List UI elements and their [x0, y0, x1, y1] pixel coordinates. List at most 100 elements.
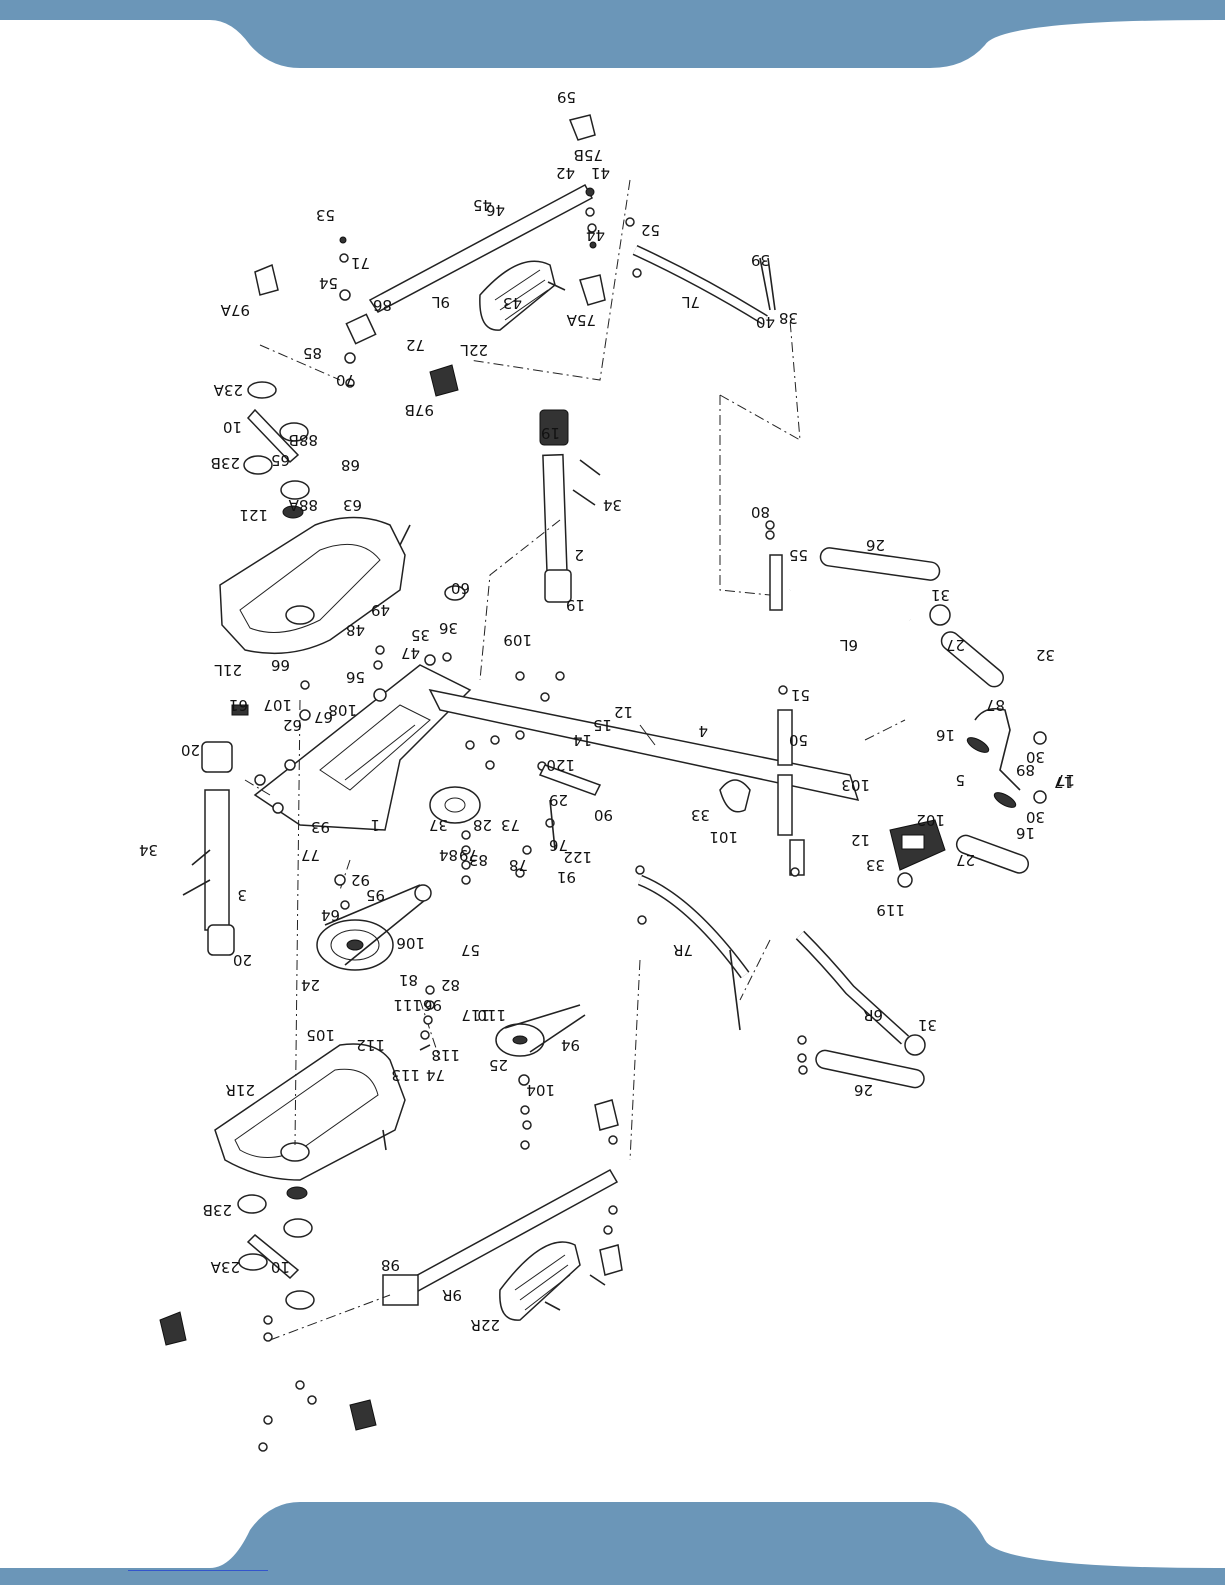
- label-6L: 6L: [839, 636, 858, 654]
- label-88B: 88B: [289, 431, 318, 449]
- label-106: 106: [396, 934, 425, 952]
- label-22L: 22L: [460, 341, 488, 359]
- bracket-75A-bottom: [599, 1244, 623, 1276]
- label-12-top: 12: [614, 703, 633, 721]
- label-23A-bottom: 23A: [210, 1258, 240, 1276]
- right-shroud: [214, 1043, 406, 1181]
- label-92: 92: [351, 871, 370, 889]
- label-105: 105: [306, 1026, 335, 1044]
- plug-61: [231, 704, 249, 716]
- label-56: 56: [346, 668, 365, 686]
- bracket-97A-bottom: [349, 1399, 377, 1431]
- label-30-bottom: 30: [1026, 808, 1045, 826]
- label-85: 85: [303, 344, 322, 362]
- label-88A: 88A: [288, 496, 318, 514]
- label-7L: 7L: [681, 293, 700, 311]
- label-102: 102: [916, 811, 945, 829]
- label-9R: 9R: [442, 1286, 462, 1304]
- label-19-bottom: 19: [566, 596, 585, 614]
- label-119: 119: [876, 901, 905, 919]
- left-pedal-arm: [345, 183, 594, 345]
- bracket-97B-top: [429, 364, 459, 397]
- label-75B: 75B: [574, 146, 603, 164]
- fasteners: [182, 187, 808, 1452]
- label-42: 42: [556, 164, 575, 182]
- label-82: 82: [441, 976, 460, 994]
- label-103: 103: [841, 776, 870, 794]
- handlebar-right: [795, 930, 926, 1089]
- label-20-bottom: 20: [233, 951, 252, 969]
- end-cap-19-top: [539, 409, 569, 446]
- handle-5: [966, 707, 1047, 808]
- label-104: 104: [526, 1081, 555, 1099]
- label-54: 54: [319, 274, 338, 292]
- flywheel: [429, 786, 481, 824]
- label-107: 107: [263, 696, 292, 714]
- label-78: 78: [509, 856, 528, 874]
- label-27-bottom: 27: [956, 851, 975, 869]
- label-31-bottom: 31: [918, 1016, 937, 1034]
- bracket-75B-top: [568, 114, 596, 141]
- assembly-lines: [244, 179, 906, 1341]
- label-53: 53: [316, 206, 335, 224]
- label-95: 95: [366, 886, 385, 904]
- label-118: 118: [431, 1046, 460, 1064]
- label-44: 44: [586, 226, 605, 244]
- label-31-top: 31: [931, 586, 950, 604]
- label-64: 64: [321, 906, 340, 924]
- label-17-top: 17: [1056, 771, 1075, 789]
- label-16-bottom: 16: [1016, 824, 1035, 842]
- label-59: 59: [557, 88, 576, 106]
- label-89: 89: [1016, 761, 1035, 779]
- label-122: 122: [563, 848, 592, 866]
- label-87: 87: [986, 696, 1005, 714]
- label-14: 14: [573, 731, 592, 749]
- label-80: 80: [751, 503, 770, 521]
- pulley-25: [495, 1004, 586, 1057]
- upper-arm-7R: [637, 874, 750, 979]
- label-101: 101: [709, 828, 738, 846]
- label-62: 62: [283, 716, 302, 734]
- label-70: 70: [336, 371, 355, 389]
- label-51: 51: [791, 686, 810, 704]
- label-3: 3: [237, 886, 247, 904]
- right-pedal-arm: [382, 1168, 619, 1321]
- main-frame: [253, 664, 472, 831]
- label-90: 90: [594, 806, 613, 824]
- label-86: 86: [373, 296, 392, 314]
- label-23B-bottom: 23B: [203, 1201, 232, 1219]
- label-93: 93: [311, 818, 330, 836]
- label-35: 35: [411, 626, 430, 644]
- label-120: 120: [546, 756, 575, 774]
- label-46: 46: [486, 201, 505, 219]
- handlebar-left: [769, 547, 951, 626]
- label-43: 43: [503, 294, 522, 312]
- label-109: 109: [503, 631, 532, 649]
- label-49: 49: [371, 601, 390, 619]
- label-26-bottom: 26: [854, 1081, 873, 1099]
- label-47: 47: [401, 644, 420, 662]
- label-24: 24: [301, 976, 320, 994]
- label-1: 1: [370, 816, 380, 834]
- label-38: 38: [779, 309, 798, 327]
- label-21L: 21L: [214, 661, 242, 679]
- label-60: 60: [451, 579, 470, 597]
- label-17-bottom: 17: [1054, 773, 1073, 791]
- footer-link-underline[interactable]: [128, 1570, 268, 1571]
- crank-arm-bottom: [237, 1186, 315, 1310]
- label-96: 96: [423, 996, 442, 1014]
- label-10-top: 10: [223, 418, 242, 436]
- label-121: 121: [239, 506, 268, 524]
- label-112: 112: [356, 1036, 385, 1054]
- upper-arm-7L: [632, 245, 768, 325]
- label-108: 108: [328, 701, 357, 719]
- label-33-bottom: 33: [866, 856, 885, 874]
- label-97A: 97A: [220, 301, 250, 319]
- pulley-24: [316, 884, 432, 971]
- label-28: 28: [473, 816, 492, 834]
- bracket-97B-bottom: [159, 1311, 187, 1346]
- footer-band: [0, 1502, 1225, 1585]
- label-5: 5: [955, 771, 965, 789]
- label-50: 50: [789, 731, 808, 749]
